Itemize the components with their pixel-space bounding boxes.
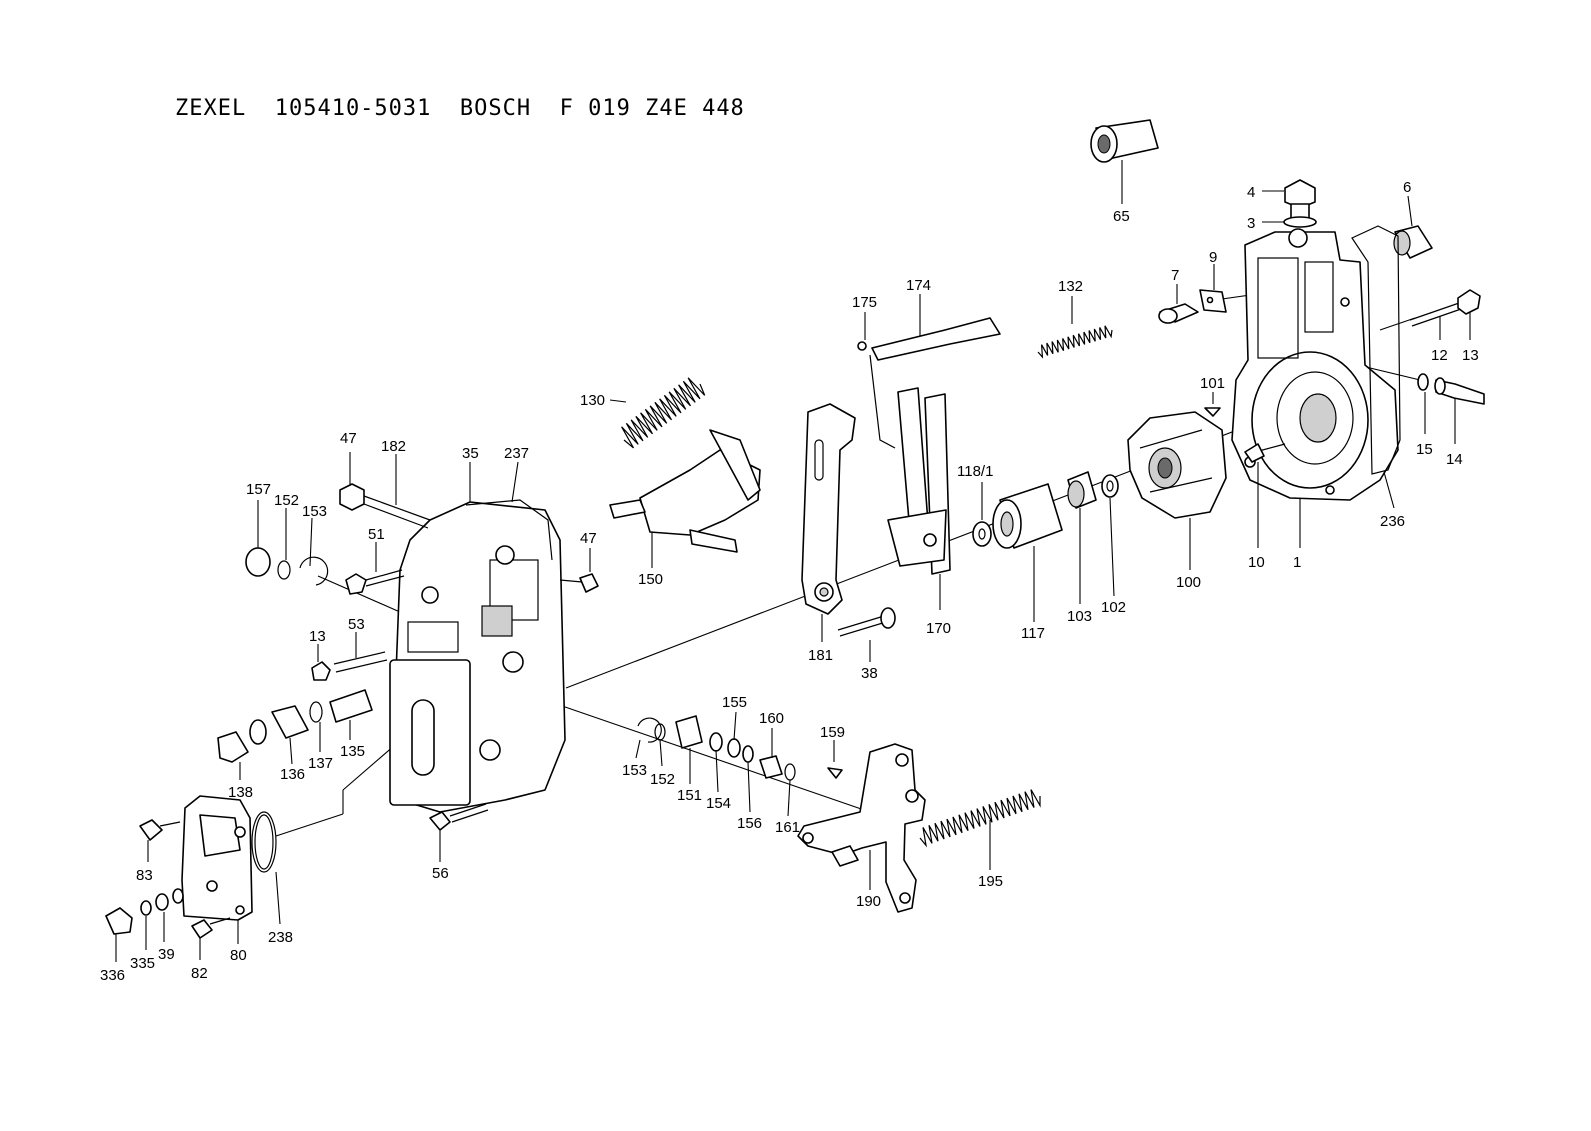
diagram-title: ZEXEL 105410-5031 BOSCH F 019 Z4E 448 — [175, 96, 745, 121]
part-80-end-cover — [181, 795, 253, 944]
part-181-guide-lever — [801, 403, 856, 642]
part-14-15-pin-washer — [1417, 373, 1485, 444]
callout-9: 9 — [1209, 249, 1217, 266]
callout-83: 83 — [136, 867, 153, 884]
callout-13a: 13 — [1462, 347, 1479, 364]
callout-151: 151 — [677, 787, 702, 804]
callout-102: 102 — [1101, 599, 1126, 616]
callout-335: 335 — [130, 955, 155, 972]
callout-150: 150 — [638, 571, 663, 588]
callout-195: 195 — [978, 873, 1003, 890]
callout-135: 135 — [340, 743, 365, 760]
callout-132: 132 — [1058, 278, 1083, 295]
callout-65: 65 — [1113, 208, 1130, 225]
callout-53: 53 — [348, 616, 365, 633]
callout-336: 336 — [100, 967, 125, 984]
callout-12: 12 — [1431, 347, 1448, 364]
callout-35: 35 — [462, 445, 479, 462]
part-150-lever-shaft — [609, 429, 761, 568]
part-174-175-link-clip — [857, 294, 1001, 449]
callout-51: 51 — [368, 526, 385, 543]
part-1-governor-housing — [1231, 228, 1399, 501]
callout-170: 170 — [926, 620, 951, 637]
callout-174: 174 — [906, 277, 931, 294]
callout-10: 10 — [1248, 554, 1265, 571]
part-132-spring — [1037, 296, 1113, 359]
callout-153a: 153 — [302, 503, 327, 520]
callout-155: 155 — [722, 694, 747, 711]
callout-152b: 152 — [650, 771, 675, 788]
part-236-gasket — [1351, 225, 1401, 509]
callout-156: 156 — [737, 815, 762, 832]
callout-15: 15 — [1416, 441, 1433, 458]
part-47-182-bolt-pin — [339, 452, 599, 593]
callout-47a: 47 — [340, 430, 357, 447]
part-35-governor-cover — [389, 461, 566, 813]
part-151-161-shaft-components — [635, 711, 843, 817]
part-130-spring — [609, 377, 706, 449]
callout-13b: 13 — [309, 628, 326, 645]
callout-154: 154 — [706, 795, 731, 812]
part-51-53-13-screws — [311, 542, 405, 681]
part-56-screw — [429, 803, 489, 862]
part-102-103-washer-sleeve — [1067, 471, 1119, 604]
callout-137: 137 — [308, 755, 333, 772]
part-238-o-ring — [251, 811, 281, 925]
callout-labels: 1 3 4 6 7 9 10 12 13 14 15 35 38 39 47 4… — [100, 179, 1479, 984]
callout-118-1: 118/1 — [957, 463, 993, 480]
part-12-13-stud-nut — [1409, 289, 1481, 340]
callout-175: 175 — [852, 294, 877, 311]
callout-161: 161 — [775, 819, 800, 836]
callout-14: 14 — [1446, 451, 1463, 468]
callout-39: 39 — [158, 946, 175, 963]
part-170-tensioning-lever — [887, 387, 951, 610]
part-10-screw — [1244, 443, 1301, 548]
part-118-1-shim — [972, 482, 992, 547]
callout-1: 1 — [1293, 554, 1301, 571]
callout-103: 103 — [1067, 608, 1092, 625]
part-190-control-lever — [797, 743, 926, 913]
part-135-138-adjust-assembly — [217, 689, 373, 780]
callout-160: 160 — [759, 710, 784, 727]
part-6-plug — [1393, 195, 1433, 259]
callout-157: 157 — [246, 481, 271, 498]
callout-190: 190 — [856, 893, 881, 910]
part-336-335-39-nut-washers — [105, 888, 184, 962]
part-117-sliding-sleeve — [992, 483, 1063, 622]
callout-80: 80 — [230, 947, 247, 964]
callout-138: 138 — [228, 784, 253, 801]
callout-6: 6 — [1403, 179, 1411, 196]
part-195-spring — [919, 789, 1041, 870]
part-100-flyweight-assembly — [1127, 411, 1227, 570]
callout-7: 7 — [1171, 267, 1179, 284]
callout-4: 4 — [1247, 184, 1255, 201]
callout-101: 101 — [1200, 375, 1225, 392]
callout-100: 100 — [1176, 574, 1201, 591]
callout-236: 236 — [1380, 513, 1405, 530]
part-83-82-bolts — [139, 819, 231, 960]
callout-182: 182 — [381, 438, 406, 455]
callout-117: 117 — [1021, 625, 1045, 642]
callout-136: 136 — [280, 766, 305, 783]
callout-238: 238 — [268, 929, 293, 946]
part-65-nut — [1090, 119, 1159, 204]
callout-153b: 153 — [622, 762, 647, 779]
callout-47b: 47 — [580, 530, 597, 547]
part-157-152-153-plug-ring-clip — [245, 500, 329, 586]
callout-3: 3 — [1247, 215, 1255, 232]
callout-38: 38 — [861, 665, 878, 682]
callout-56: 56 — [432, 865, 449, 882]
callout-82: 82 — [191, 965, 208, 982]
callout-181: 181 — [808, 647, 833, 664]
callout-159: 159 — [820, 724, 845, 741]
callout-237: 237 — [504, 445, 529, 462]
part-4-bolt — [1262, 179, 1317, 228]
part-7-9-screw-clip — [1158, 264, 1227, 324]
callout-130: 130 — [580, 392, 605, 409]
part-101-key — [1204, 392, 1221, 417]
callout-152a: 152 — [274, 492, 299, 509]
part-38-adjusting-screw — [837, 607, 896, 662]
